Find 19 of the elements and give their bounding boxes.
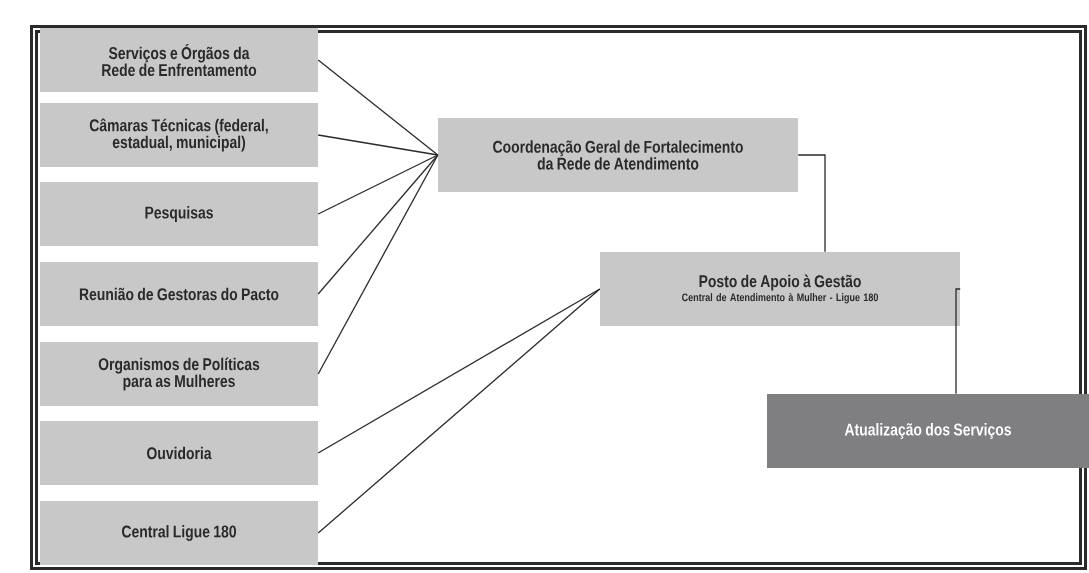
result-box: Atualização dos Serviços [767,394,1089,468]
connector-line [317,288,601,454]
process-box: Posto de Apoio à Gestão Central de Atendimento à Mulher - Ligue 180 [600,252,960,326]
connector-line [317,154,439,295]
process-box: Ouvidoria [40,421,318,485]
process-box: Coordenação Geral de Fortalecimento da Rede de Atendimento [438,118,798,192]
process-box: Organismos de Políticas para as Mulheres [40,342,318,406]
process-box: Câmaras Técnicas (federal, estadual, municipal) [40,103,318,167]
connector-line [317,154,439,215]
process-box: Pesquisas [40,182,318,246]
process-box: Reunião de Gestoras do Pacto [40,262,318,326]
connector-line [317,134,439,156]
process-box: Central Ligue 180 [40,501,318,565]
connector-line [317,288,601,534]
connector-line [317,59,439,156]
process-box: Serviços e Órgãos da Rede de Enfrentamento [40,28,318,92]
connector-line [317,154,439,375]
connector-line [797,154,826,253]
connector-line [955,288,961,395]
